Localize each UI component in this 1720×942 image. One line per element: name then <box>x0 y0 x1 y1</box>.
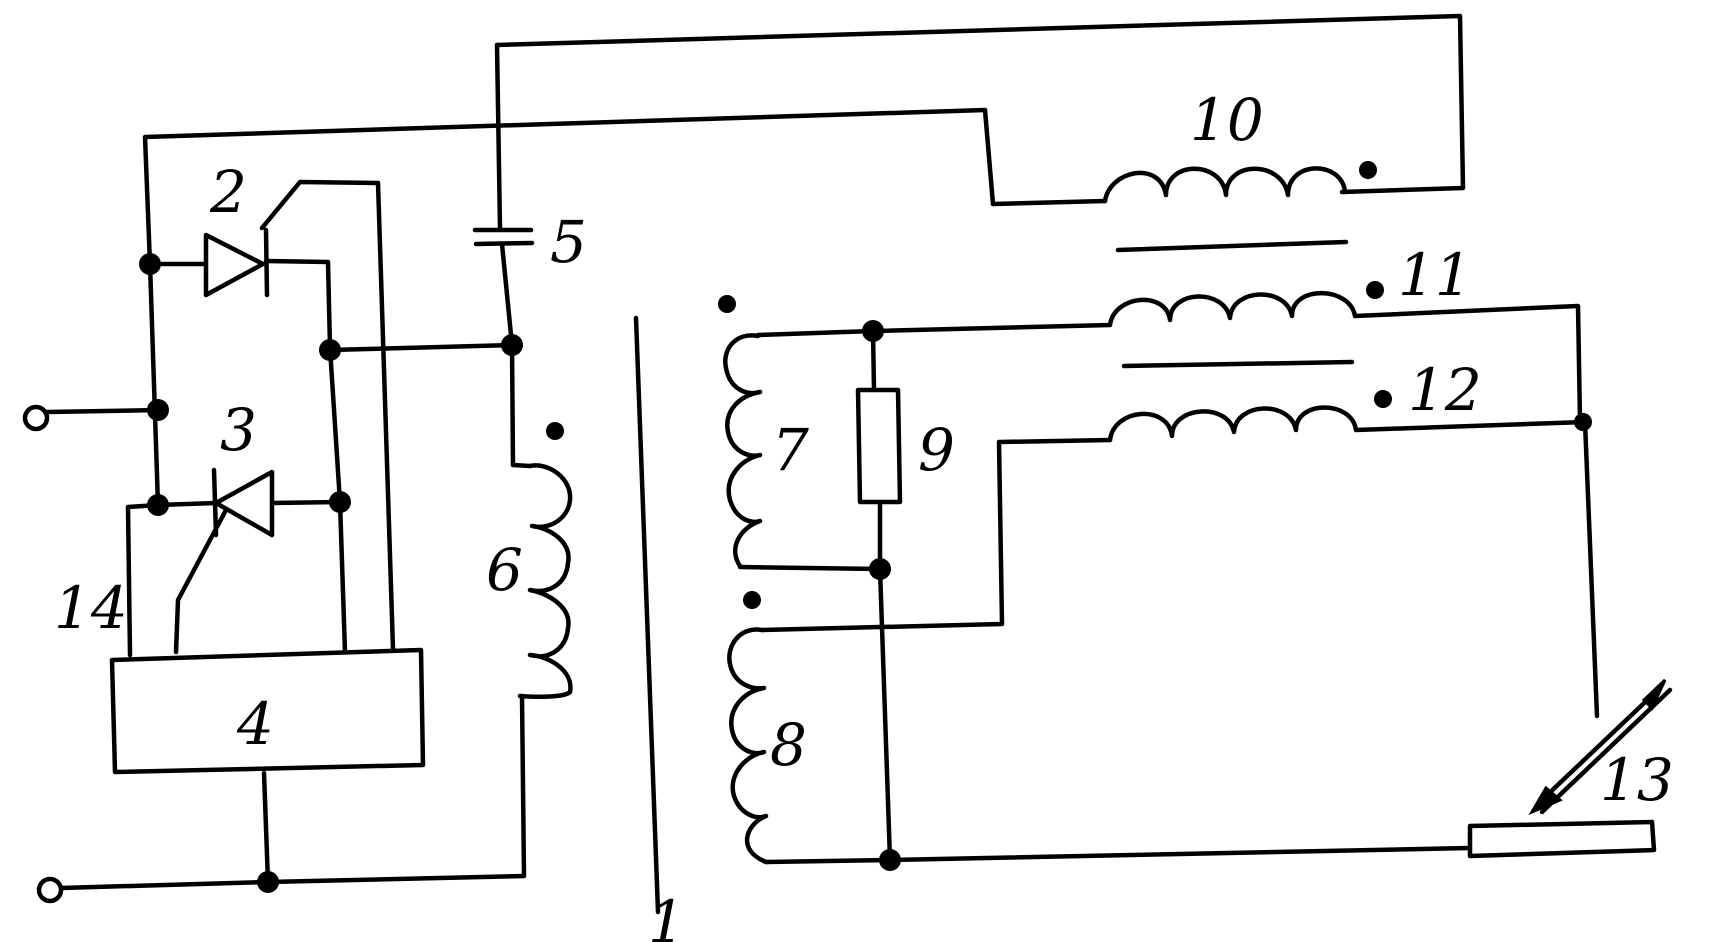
winding8-bottom-wire <box>766 860 890 862</box>
resistor-bottom-lead <box>880 502 890 860</box>
primary-winding-6 <box>512 345 570 697</box>
primary-coil <box>512 345 570 697</box>
block-bottom-wire <box>264 773 268 882</box>
junction-dot <box>319 339 341 361</box>
secondary-winding-8 <box>729 440 1110 862</box>
winding7-top-wire <box>758 331 873 335</box>
junction-dot <box>257 871 279 893</box>
thyristor-lower <box>214 470 272 535</box>
midpoint-wire <box>330 345 512 350</box>
thyristor2-bar <box>266 230 267 295</box>
polarity-dots <box>546 161 1392 609</box>
thyristor2-gate-lead <box>262 182 393 649</box>
left-bus <box>150 264 158 505</box>
label-choke-11: 11 <box>1398 241 1472 309</box>
loop-top-wire <box>497 16 1463 192</box>
thyristor2-cathode-wire <box>266 261 330 348</box>
block-lead-left <box>128 505 158 655</box>
label-control-lead: 14 <box>54 574 128 642</box>
label-control-block: 4 <box>236 690 274 758</box>
input-wire-top <box>47 410 160 412</box>
capacitor-lower-lead <box>502 244 512 345</box>
label-electrode: 13 <box>1600 746 1674 814</box>
label-secondary-a: 7 <box>772 416 809 484</box>
electrode-return-wire <box>890 848 1470 860</box>
label-capacitor: 5 <box>550 208 587 276</box>
input-terminal-top <box>25 407 47 429</box>
choke-winding-10 <box>1105 168 1345 201</box>
winding12-coil <box>1110 408 1585 441</box>
label-choke-10: 10 <box>1190 86 1264 154</box>
winding10-coil <box>1105 168 1345 201</box>
reference-labels: 2 3 4 5 6 1 7 8 9 10 11 12 13 14 <box>54 86 1674 942</box>
resistor-9 <box>858 331 900 860</box>
label-transformer-core: 1 <box>648 888 685 942</box>
polarity-dot-10 <box>1359 161 1377 179</box>
top-rail-wire <box>145 110 1105 264</box>
polarity-dot-12 <box>1374 390 1392 408</box>
input-terminal-bottom <box>39 879 61 901</box>
input-wire-bottom <box>61 696 524 888</box>
transformer-core-line <box>636 318 658 912</box>
thyristor2-triangle <box>206 235 263 295</box>
label-thyristor-upper: 2 <box>209 158 247 226</box>
junction-dot <box>329 491 351 513</box>
thyristor3-triangle <box>216 472 272 535</box>
label-secondary-b: 8 <box>770 711 807 779</box>
thyristor3-bar <box>214 470 216 535</box>
core-bar-top <box>1118 242 1346 250</box>
label-resistor: 9 <box>918 416 955 484</box>
junction-dot <box>139 253 161 275</box>
polarity-dot-6 <box>546 422 564 440</box>
electrode-13 <box>890 422 1670 860</box>
polarity-dot-11 <box>1366 281 1384 299</box>
electrode-lead-wire <box>1585 422 1597 716</box>
thyristor-upper <box>206 230 267 295</box>
junction-dot <box>862 320 884 342</box>
winding8-coil <box>729 629 766 862</box>
winding7-bottom-wire <box>740 567 880 569</box>
label-choke-12: 12 <box>1408 356 1482 424</box>
label-primary-winding: 6 <box>486 536 523 604</box>
junction-dot <box>869 558 891 580</box>
junction-dot <box>501 334 523 356</box>
junction-dot <box>147 494 169 516</box>
polarity-dot-7 <box>718 295 736 313</box>
thyristor3-gate-lead <box>176 510 226 652</box>
electrode-workpiece <box>1470 822 1654 856</box>
capacitor-upper-lead <box>497 45 500 228</box>
core-bar-bottom <box>1124 362 1352 366</box>
junction-dot <box>879 849 901 871</box>
winding7-coil <box>725 335 760 566</box>
junction-dot <box>1574 413 1592 431</box>
arc-arrow-head-up <box>1644 680 1665 708</box>
polarity-dot-8 <box>743 591 761 609</box>
label-thyristor-lower: 3 <box>220 396 257 464</box>
choke-winding-12 <box>1110 408 1585 441</box>
junction-dot <box>147 399 169 421</box>
resistor-body <box>858 390 900 502</box>
